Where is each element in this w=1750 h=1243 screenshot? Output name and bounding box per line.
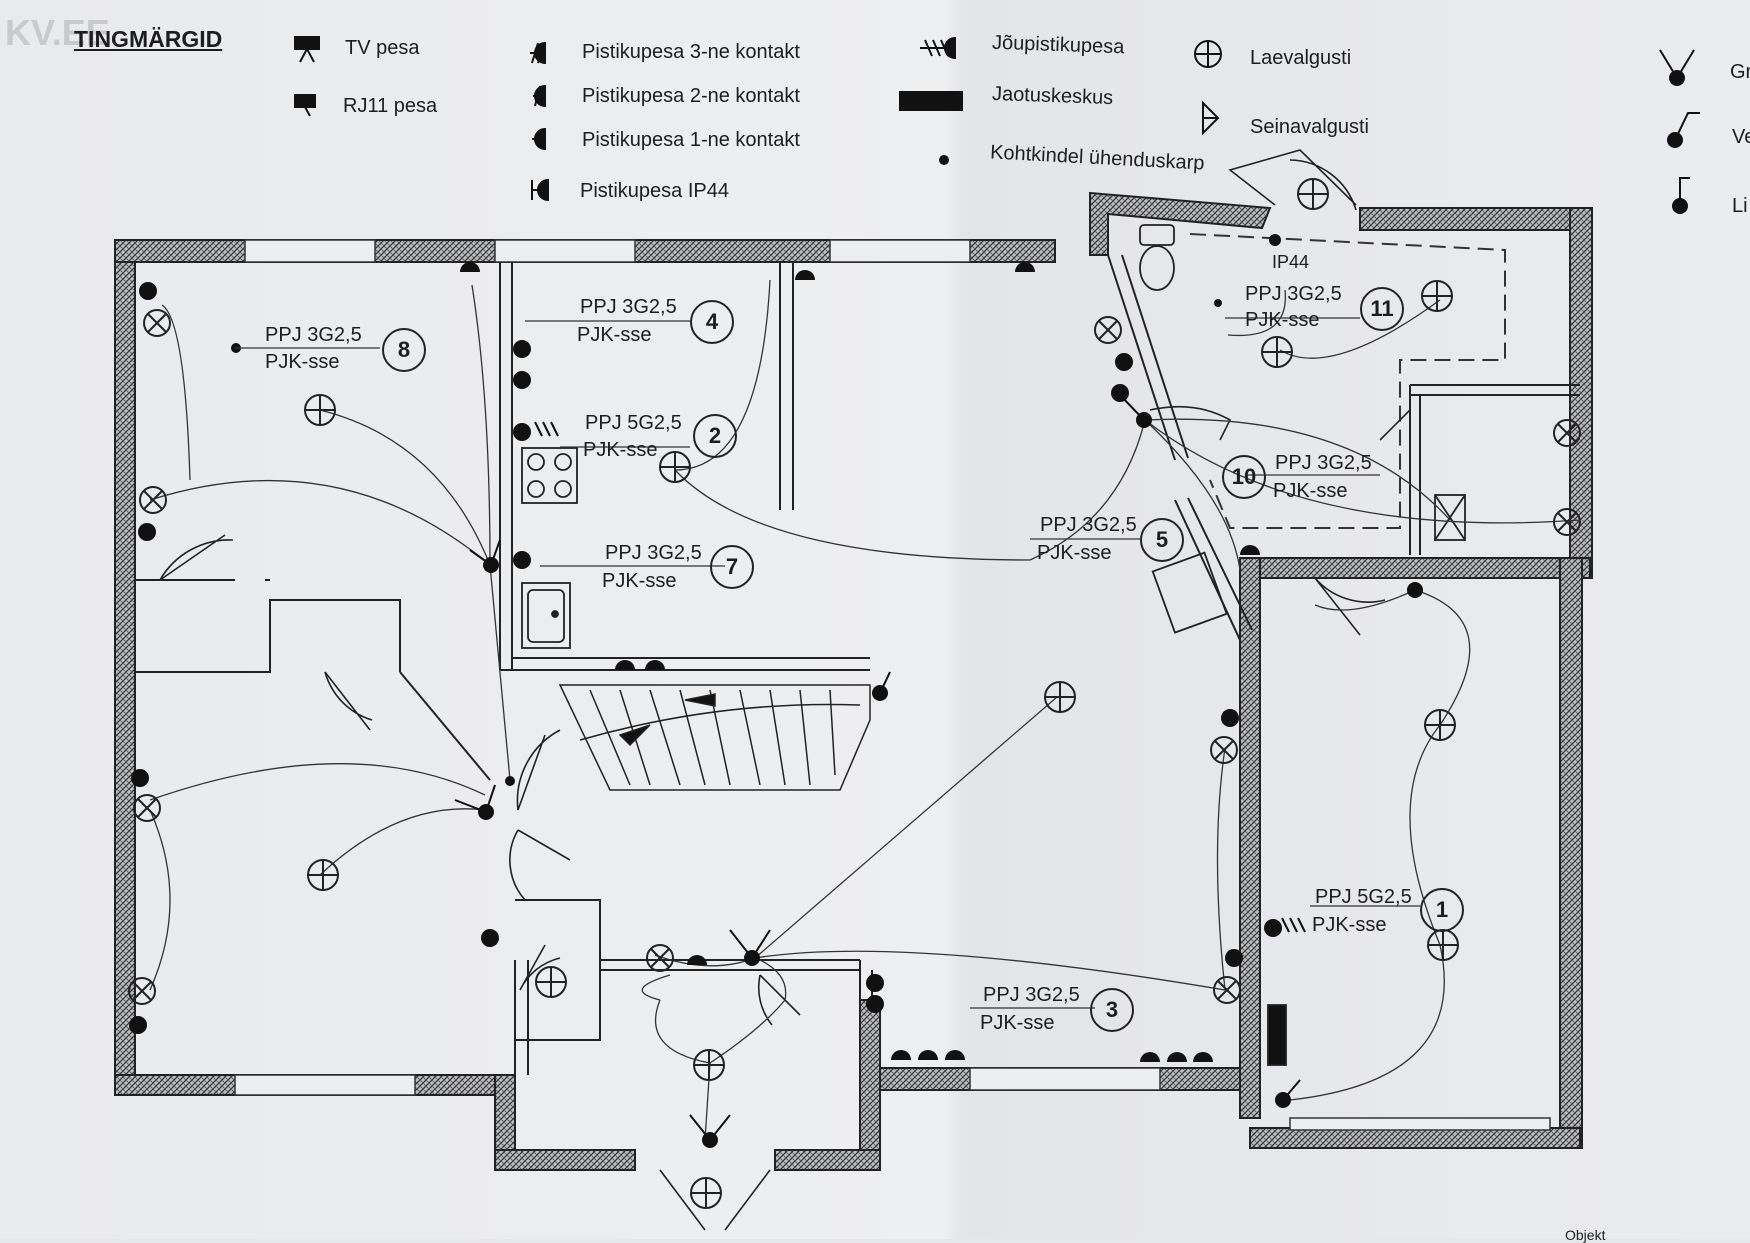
legend-socket2: Pistikupesa 2-ne kontakt	[582, 85, 800, 107]
circuit-7-cable: PPJ 3G2,5	[605, 542, 702, 564]
legend-socket3: Pistikupesa 3-ne kontakt	[582, 41, 800, 63]
doors	[159, 149, 1411, 1231]
legend-power: Jõupistikupesa	[991, 31, 1125, 59]
switches	[231, 155, 1423, 1148]
circuit-2-number: 2	[693, 414, 737, 458]
circuit-8-number: 8	[382, 328, 426, 372]
sockets	[129, 262, 1282, 1062]
circuit-3-cable: PPJ 3G2,5	[983, 984, 1080, 1006]
legend-cut3: Li	[1732, 195, 1748, 217]
kitchen-fixtures	[521, 447, 578, 649]
legend-symbols	[294, 36, 1700, 214]
circuit-11-number: 11	[1360, 287, 1404, 331]
circuit-8-cable: PPJ 3G2,5	[265, 324, 362, 346]
legend-tv: TV pesa	[345, 37, 420, 59]
circuit-7-route: PJK-sse	[602, 570, 677, 592]
circuit-3-number: 3	[1090, 988, 1134, 1032]
circuit-1-cable: PPJ 5G2,5	[1315, 886, 1412, 908]
circuit-3-route: PJK-sse	[980, 1012, 1055, 1034]
circuit-4-route: PJK-sse	[577, 324, 652, 346]
label-leaders	[235, 317, 1420, 1009]
staircase	[558, 684, 871, 791]
circuit-5-cable: PPJ 3G2,5	[1040, 514, 1137, 536]
circuit-10-number: 10	[1222, 455, 1266, 499]
circuit-8-route: PJK-sse	[265, 351, 340, 373]
exterior-walls	[114, 191, 1593, 1171]
circuit-2-route: PJK-sse	[583, 439, 658, 461]
legend-panel: Jaotuskeskus	[991, 82, 1114, 110]
circuit-4-number: 4	[690, 300, 734, 344]
legend-ceiling: Laevalgusti	[1250, 47, 1352, 69]
legend-cut1: Gr	[1730, 61, 1750, 83]
circuit-11-cable: PPJ 3G2,5	[1245, 283, 1342, 305]
circuit-10-route: PJK-sse	[1273, 480, 1348, 502]
cable-runs	[149, 279, 1581, 1141]
circuit-5-route: PJK-sse	[1037, 542, 1112, 564]
legend-wall: Seinavalgusti	[1250, 116, 1369, 138]
power-socket-marks	[534, 421, 1306, 933]
circuit-7-number: 7	[710, 545, 754, 589]
windows	[234, 239, 1551, 1131]
legend-rj11: RJ11 pesa	[343, 95, 438, 117]
objekt-label: Objekt	[1565, 1227, 1606, 1243]
circuit-1-route: PJK-sse	[1312, 914, 1387, 936]
bathroom-fixtures	[1139, 224, 1466, 1066]
legend-ip44: Pistikupesa IP44	[580, 180, 729, 202]
legend-title: TINGMÄRGID	[74, 26, 223, 52]
plan-ip44-label: IP44	[1272, 252, 1310, 272]
circuit-5-number: 5	[1140, 518, 1184, 562]
circuit-10-cable: PPJ 3G2,5	[1275, 452, 1372, 474]
watermark: KV.EE	[5, 12, 110, 53]
circuit-11-route: PJK-sse	[1245, 309, 1320, 331]
circuit-2-cable: PPJ 5G2,5	[585, 412, 682, 434]
circuit-1-number: 1	[1420, 888, 1464, 932]
legend-socket1: Pistikupesa 1-ne kontakt	[582, 129, 800, 151]
dashed-zone	[1189, 233, 1506, 529]
interior-walls	[135, 254, 1580, 1075]
legend-cut2: Ve	[1732, 126, 1750, 148]
circuit-4-cable: PPJ 3G2,5	[580, 296, 677, 318]
